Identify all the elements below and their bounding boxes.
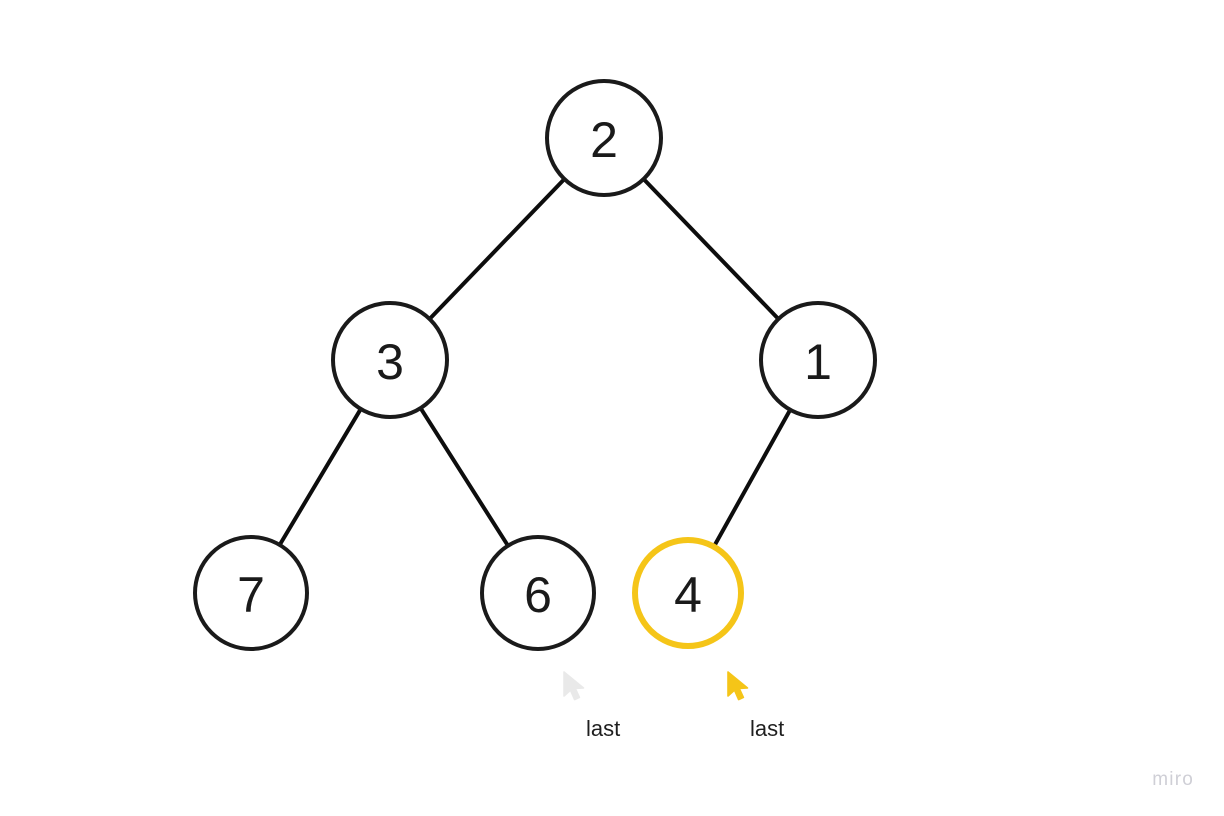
tree-edge-n2-n1[interactable] — [641, 177, 781, 321]
node-label-1: 1 — [804, 334, 832, 390]
tree-node-7[interactable]: 7 — [193, 535, 309, 651]
collaborator-name-label: last — [750, 716, 785, 741]
node-circle-2[interactable] — [545, 79, 663, 197]
node-label-4: 4 — [674, 567, 702, 623]
node-label-7: 7 — [237, 567, 265, 623]
node-circle-3[interactable] — [331, 301, 449, 419]
tree-edge-n2-n3[interactable] — [427, 177, 567, 321]
miro-watermark: miro — [1152, 769, 1194, 790]
collaborator-cursor-yellow — [726, 671, 752, 703]
tree-edge-n3-n6[interactable] — [418, 406, 510, 548]
tree-node-3[interactable]: 3 — [331, 301, 449, 419]
tree-edge-n3-n7[interactable] — [277, 406, 363, 547]
tree-edges-group — [277, 177, 793, 549]
collaborator-cursor-gray — [562, 671, 588, 703]
mouse-pointer-shape — [727, 671, 749, 701]
node-circle-6[interactable] — [480, 535, 596, 651]
node-label-6: 6 — [524, 567, 552, 623]
node-label-3: 3 — [376, 334, 404, 390]
tree-node-4[interactable]: 4 — [632, 537, 744, 649]
tree-nodes-group: 2 3 1 7 6 4 — [193, 79, 877, 651]
tree-node-2[interactable]: 2 — [545, 79, 663, 197]
mouse-pointer-icon — [563, 671, 585, 701]
node-circle-4[interactable] — [632, 537, 744, 649]
node-circle-7[interactable] — [193, 535, 309, 651]
tree-node-6[interactable]: 6 — [480, 535, 596, 651]
mouse-pointer-icon — [727, 671, 749, 701]
mouse-pointer-shape — [563, 671, 585, 701]
tree-edge-n1-n4[interactable] — [711, 407, 793, 549]
collaborator-name-label: last — [586, 716, 621, 741]
node-label-2: 2 — [590, 112, 618, 168]
node-circle-1[interactable] — [759, 301, 877, 419]
tree-node-1[interactable]: 1 — [759, 301, 877, 419]
